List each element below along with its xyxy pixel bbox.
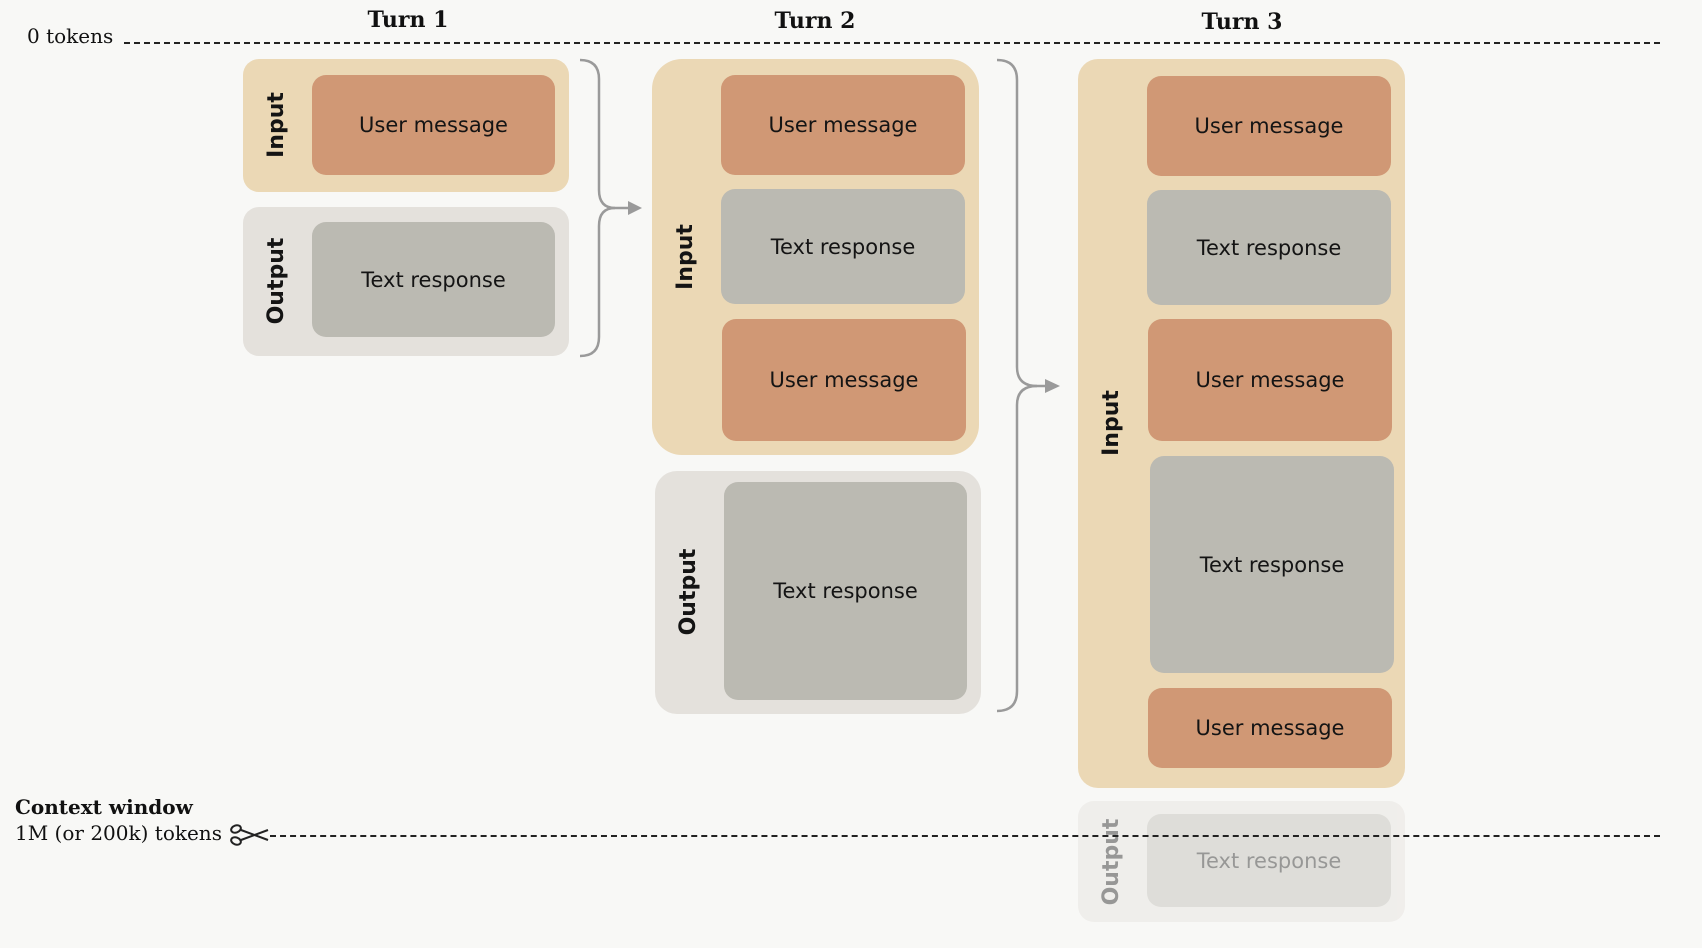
- turn-1-input-label: Input: [263, 92, 289, 158]
- turn-2-user-message-2: User message: [722, 319, 966, 441]
- zero-tokens-line: [124, 42, 1660, 44]
- turn-3-text-response-3: Text response: [1147, 814, 1391, 907]
- turn-1-brace-arrow: [579, 58, 628, 358]
- turn-3-user-message-3: User message: [1148, 688, 1392, 768]
- turn-2-title: Turn 2: [774, 8, 856, 34]
- scissors-icon: [230, 824, 269, 846]
- turn-2-input-group: Input User message Text response User me…: [652, 59, 979, 455]
- context-window-title: Context window: [15, 795, 193, 819]
- turn-2-text-response-1: Text response: [721, 189, 965, 304]
- turn-3-input-label: Input: [1098, 390, 1124, 456]
- turn-3-input-group: Input User message Text response User me…: [1078, 59, 1405, 788]
- turn-3-user-message-1: User message: [1147, 76, 1391, 176]
- turn-2-input-label: Input: [672, 224, 698, 290]
- turn-2-text-response-2: Text response: [724, 482, 967, 700]
- turn-3-text-response-1: Text response: [1147, 190, 1391, 305]
- turn-1-arrowhead: [628, 201, 642, 215]
- context-window-line: [270, 835, 1660, 837]
- turn-3-user-message-2: User message: [1148, 319, 1392, 441]
- turn-3-output-group: Output Text response: [1078, 801, 1405, 922]
- turn-2-user-message-1: User message: [721, 75, 965, 175]
- turn-3-output-label: Output: [1098, 818, 1124, 906]
- turn-1-title: Turn 1: [367, 7, 449, 33]
- turn-1-input-group: Input User message: [243, 59, 569, 192]
- turn-2-output-group: Output Text response: [655, 471, 981, 714]
- turn-1-output-group: Output Text response: [243, 207, 569, 356]
- turn-1-user-message: User message: [312, 75, 555, 175]
- turn-3-title: Turn 3: [1201, 9, 1283, 35]
- turn-1-output-label: Output: [263, 237, 289, 325]
- context-window-size: 1M (or 200k) tokens: [15, 821, 222, 845]
- turn-1-text-response: Text response: [312, 222, 555, 337]
- zero-tokens-label: 0 tokens: [27, 24, 114, 48]
- turn-2-brace-arrow: [996, 58, 1045, 713]
- turn-3-text-response-2: Text response: [1150, 456, 1394, 673]
- turn-2-arrowhead: [1045, 379, 1060, 393]
- turn-2-output-label: Output: [675, 548, 701, 636]
